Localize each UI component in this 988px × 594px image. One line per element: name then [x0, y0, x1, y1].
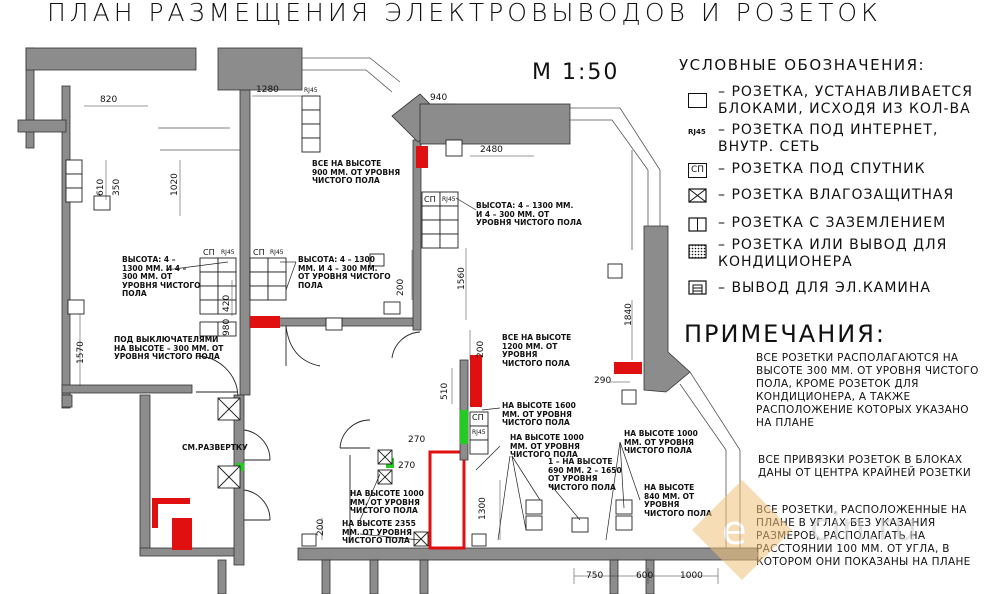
legend-item: – РОЗЕТКА ВЛАГОЗАЩИТНАЯ: [718, 187, 955, 203]
dim-600: 600: [636, 571, 654, 581]
legend-item: – РОЗЕТКА, УСТАНАВЛИВАЕТСЯ БЛОКАМИ, ИСХО…: [718, 84, 973, 117]
dim-200: 200: [396, 278, 406, 296]
annotation-height: НА ВЫСОТЕ 840 ММ. ОТ УРОВНЯ ЧИСТОГО ПОЛА: [644, 483, 712, 518]
legend-item: – РОЗЕТКА С ЗАЗЕМЛЕНИЕМ: [718, 215, 947, 231]
note-text: ВСЕ РОЗЕТКИ РАСПОЛАГАЮТСЯ НА ВЫСОТЕ 300 …: [756, 352, 979, 429]
dim-1000: 1000: [680, 571, 703, 581]
sp-label: СП: [203, 248, 215, 257]
watermark: e cin.ru: [692, 480, 917, 580]
annotation-height: НА ВЫСОТЕ 1000 ММ. ОТ УРОВНЯ ЧИСТОГО ПОЛ…: [624, 429, 698, 455]
scale-label: М 1:50: [532, 60, 620, 85]
rj45-icon: RJ45: [688, 128, 706, 136]
plan-title: ПЛАН РАЗМЕЩЕНИЯ ЭЛЕКТРОВЫВОДОВ И РОЗЕТОК: [47, 0, 882, 27]
socket-block-icon: [688, 93, 707, 108]
note-text: ВСЕ ПРИВЯЗКИ РОЗЕТОК В БЛОКАХ ДАНЫ ОТ ЦЕ…: [758, 454, 972, 479]
dim-2480: 2480: [480, 145, 503, 155]
dim-980: 980: [222, 318, 232, 336]
annotation-height: ВЫСОТА: 4 – 1300 ММ. И 4 – 300 ММ. ОТ УР…: [298, 255, 391, 290]
dim-610: 610: [96, 178, 106, 196]
dim-350: 350: [112, 178, 122, 196]
dim-820: 820: [100, 95, 118, 105]
annotation-height: ВСЕ НА ВЫСОТЕ 900 ММ. ОТ УРОВНЯ ЧИСТОГО …: [312, 159, 401, 185]
aircon-icon: [688, 244, 707, 259]
dim-270: 270: [398, 461, 416, 471]
annotation-height: ВСЕ НА ВЫСОТЕ 1200 ММ. ОТ УРОВНЯ ЧИСТОГО…: [502, 333, 572, 368]
block-labels: СП RJ45 СП RJ45 СП RJ45 RJ45 СП RJ45: [203, 87, 486, 436]
legend-title: УСЛОВНЫЕ ОБОЗНАЧЕНИЯ:: [679, 56, 926, 74]
dim-750: 750: [586, 571, 604, 581]
rj45-label: RJ45: [304, 87, 318, 94]
legend-item: – РОЗЕТКА ИЛИ ВЫВОД ДЛЯ КОНДИЦИОНЕРА: [718, 237, 948, 270]
annotation-height: НА ВЫСОТЕ 1000 ММ. ОТ УРОВНЯ ЧИСТОГО ПОЛ…: [350, 489, 424, 515]
dim-1280: 1280: [256, 85, 279, 95]
annotation-switches: ПОД ВЫКЛЮЧАТЕЛЯМИ НА ВЫСОТЕ – 300 ММ. ОТ…: [114, 335, 224, 361]
notes-title: ПРИМЕЧАНИЯ:: [684, 320, 886, 348]
sp-label: СП: [253, 248, 265, 257]
dim-420: 420: [222, 294, 232, 312]
socket-blocks: [65, 95, 637, 547]
annotation-height: ВЫСОТА: 4 – 1300 ММ. И 4 – 300 ММ. ОТ УР…: [476, 201, 582, 227]
watermark-text: cin.ru: [810, 505, 917, 549]
sp-label: СП: [472, 413, 484, 422]
rj45-label: RJ45: [472, 429, 486, 436]
dim-1570: 1570: [76, 341, 86, 364]
satellite-icon: СП: [688, 163, 707, 178]
rj45-label: RJ45: [221, 249, 235, 256]
annotation-height: 1 – НА ВЫСОТЕ 690 ММ. 2 – 1650 ОТ УРОВНЯ…: [548, 457, 622, 492]
dimension-lines: [79, 95, 719, 584]
doors: [195, 325, 421, 540]
annotation-height: НА ВЫСОТЕ 1600 ММ. ОТ УРОВНЯ ЧИСТОГО ПОЛ…: [502, 401, 576, 427]
waterproof-sockets: [217, 397, 429, 547]
fireplace-icon: [688, 280, 707, 295]
note-text: ВСЕ РОЗЕТКИ, РАСПОЛОЖЕННЫЕ НА ПЛАНЕ В УГ…: [756, 504, 971, 568]
dim-510: 510: [440, 382, 450, 400]
dim-1020: 1020: [170, 173, 180, 196]
watermark-letter: e: [722, 508, 747, 554]
annotation-height: НА ВЫСОТЕ 1000 ММ. ОТ УРОВНЯ ЧИСТОГО ПОЛ…: [510, 433, 584, 459]
rj45-label: RJ45: [442, 196, 456, 203]
waterproof-icon: [688, 188, 707, 203]
annotation-height: ВЫСОТА: 4 – 1300 ММ. И 4 – 300 ММ. ОТ УР…: [122, 255, 201, 298]
dim-1560: 1560: [457, 267, 467, 290]
grounded-icon: [688, 217, 707, 232]
legend-item: – РОЗЕТКА ПОД ИНТЕРНЕТ, ВНУТР. СЕТЬ: [718, 122, 939, 155]
dim-1840: 1840: [624, 303, 634, 326]
dim-200: 200: [316, 518, 326, 536]
dim-290: 290: [594, 376, 612, 386]
walls: [17, 47, 759, 594]
legend-item: – ВЫВОД ДЛЯ ЭЛ.КАМИНА: [718, 280, 931, 296]
legend-item: – РОЗЕТКА ПОД СПУТНИК: [718, 161, 926, 177]
dim-1300: 1300: [478, 497, 488, 520]
sp-label: СП: [424, 195, 436, 204]
annotation-see-drawing: СМ.РАЗВЕРТКУ: [182, 443, 248, 452]
red-markers: [152, 146, 642, 550]
dim-940: 940: [430, 93, 448, 103]
dim-270: 270: [408, 435, 426, 445]
annotation-height: НА ВЫСОТЕ 2355 ММ. ОТ УРОВНЯ ЧИСТОГО ПОЛ…: [342, 519, 416, 545]
rj45-label: RJ45: [270, 249, 284, 256]
dim-200: 200: [476, 340, 486, 358]
